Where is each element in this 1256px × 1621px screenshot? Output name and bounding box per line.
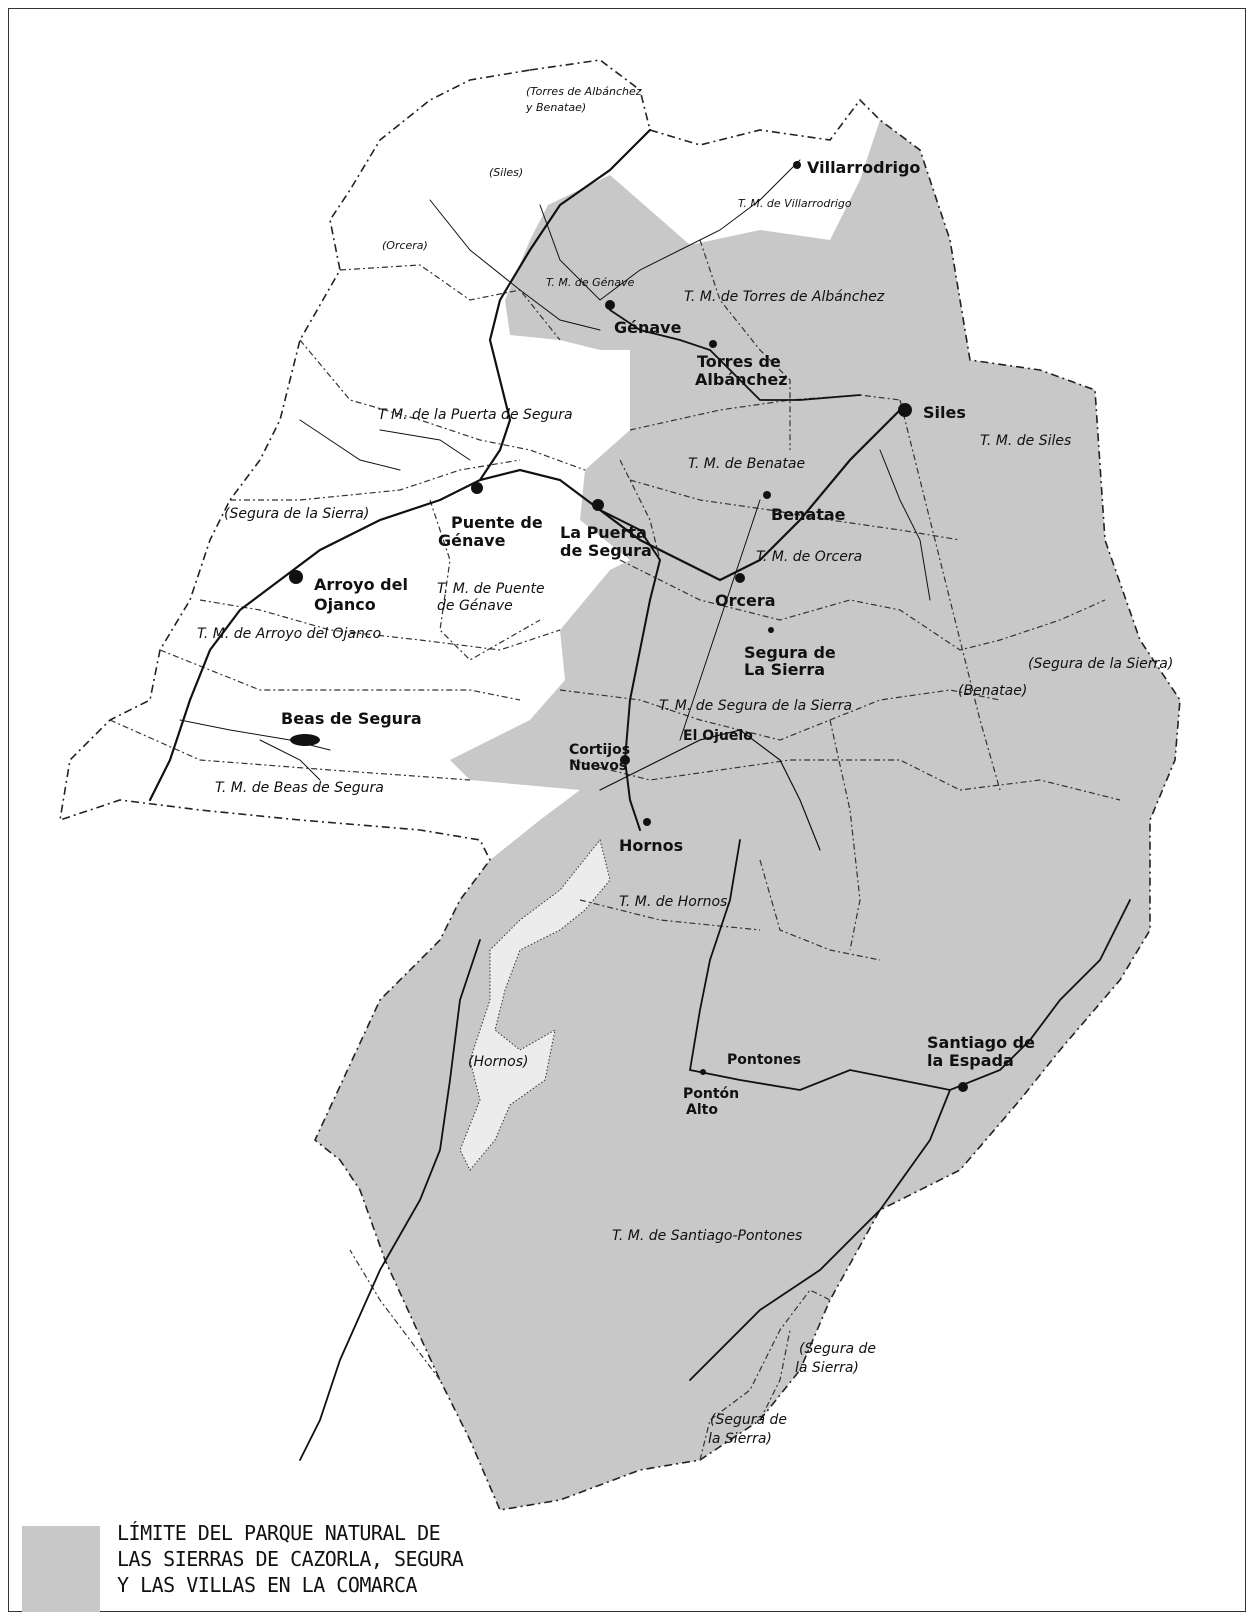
- muni-genave: T. M. de Génave: [546, 276, 635, 289]
- town-torres-de-albanchez-line2: Albánchez: [695, 370, 788, 389]
- enclave-segura-nw: (Segura de la Sierra): [224, 506, 370, 522]
- legend-swatch: [22, 1526, 100, 1612]
- park-area: [315, 120, 1180, 1510]
- town-cortijos-nuevos-line2: Nuevos: [569, 758, 628, 774]
- muni-siles: T. M. de Siles: [980, 433, 1072, 449]
- map-frame: [8, 8, 1246, 1612]
- town-benatae: Benatae: [771, 505, 846, 524]
- town-villarrodrigo: Villarrodrigo: [807, 158, 921, 177]
- muni-beas-de-segura: T. M. de Beas de Segura: [215, 780, 384, 796]
- muni-orcera: T. M. de Orcera: [756, 549, 863, 565]
- muni-hornos: T. M. de Hornos: [619, 894, 728, 910]
- reservoir: [459, 838, 611, 1171]
- town-torres-de-albanchez-line1: Torres de: [697, 352, 781, 371]
- enclave-segura-s1-line2: la Sierra): [795, 1360, 859, 1376]
- enclave-segura-s2-line1: (Segura de: [710, 1412, 788, 1428]
- town-arroyo-del-ojanco-line1: Arroyo del: [314, 575, 408, 594]
- town-el-ojuelo: El Ojuelo: [683, 728, 753, 744]
- town-ponton-alto-line2: Alto: [686, 1102, 718, 1118]
- town-santiago-de-la-espada-line2: la Espada: [927, 1051, 1014, 1070]
- municipal-boundaries: [109, 239, 1121, 1461]
- town-siles: Siles: [923, 403, 966, 422]
- town-arroyo-del-ojanco-line2: Ojanco: [314, 595, 376, 614]
- enclave-torres-benatae-line1: (Torres de Albánchez: [526, 85, 642, 98]
- town-ponton-alto-line1: Pontón: [683, 1086, 740, 1102]
- town-la-puerta-de-segura-line2: de Segura: [560, 541, 652, 560]
- town-orcera: Orcera: [715, 591, 776, 610]
- town-genave: Génave: [614, 318, 682, 337]
- town-beas-de-segura: Beas de Segura: [281, 709, 422, 728]
- town-pontones: Pontones: [727, 1052, 801, 1068]
- muni-puente-de-genave-line1: T. M. de Puente: [437, 581, 545, 597]
- muni-la-puerta-de-segura: T M. de la Puerta de Segura: [378, 407, 573, 423]
- enclave-hornos: (Hornos): [468, 1054, 529, 1070]
- muni-torres-de-albanchez: T. M. de Torres de Albánchez: [684, 289, 885, 305]
- muni-arroyo-del-ojanco: T. M. de Arroyo del Ojanco: [197, 626, 382, 642]
- town-markers: [289, 161, 968, 1092]
- legend-line-3: Y LAS VILLAS EN LA COMARCA: [117, 1573, 418, 1597]
- comarca-boundary: [58, 59, 1181, 1511]
- enclave-orcera: (Orcera): [382, 239, 428, 252]
- enclave-segura-s1-line1: (Segura de: [799, 1341, 877, 1357]
- town-puente-de-genave-line1: Puente de: [451, 513, 543, 532]
- roads: [148, 128, 1131, 1461]
- legend-line-2: LAS SIERRAS DE CAZORLA, SEGURA: [117, 1547, 464, 1571]
- town-hornos: Hornos: [619, 836, 684, 855]
- muni-santiago-pontones: T. M. de Santiago-Pontones: [612, 1228, 803, 1244]
- legend-line-1: LÍMITE DEL PARQUE NATURAL DE: [117, 1521, 441, 1545]
- town-segura-de-la-sierra-line2: La Sierra: [744, 660, 825, 679]
- muni-puente-de-genave-line2: de Génave: [437, 598, 513, 614]
- muni-segura-de-la-sierra: T. M. de Segura de la Sierra: [659, 698, 853, 714]
- town-la-puerta-de-segura-line1: La Puerta: [560, 523, 647, 542]
- town-puente-de-genave-line2: Génave: [438, 531, 506, 550]
- muni-villarrodrigo: T. M. de Villarrodrigo: [738, 197, 852, 210]
- enclave-siles: (Siles): [489, 166, 524, 179]
- legend: LÍMITE DEL PARQUE NATURAL DE LAS SIERRAS…: [117, 1520, 464, 1598]
- town-segura-de-la-sierra-line1: Segura de: [744, 643, 836, 662]
- enclave-segura-s2-line2: la Sierra): [708, 1431, 772, 1447]
- town-cortijos-nuevos-line1: Cortijos: [569, 742, 631, 758]
- muni-benatae: T. M. de Benatae: [688, 456, 806, 472]
- town-santiago-de-la-espada-line1: Santiago de: [927, 1033, 1035, 1052]
- enclave-benatae: (Benatae): [958, 683, 1028, 699]
- enclave-segura-e: (Segura de la Sierra): [1028, 656, 1174, 672]
- enclave-torres-benatae-line2: y Benatae): [526, 101, 587, 114]
